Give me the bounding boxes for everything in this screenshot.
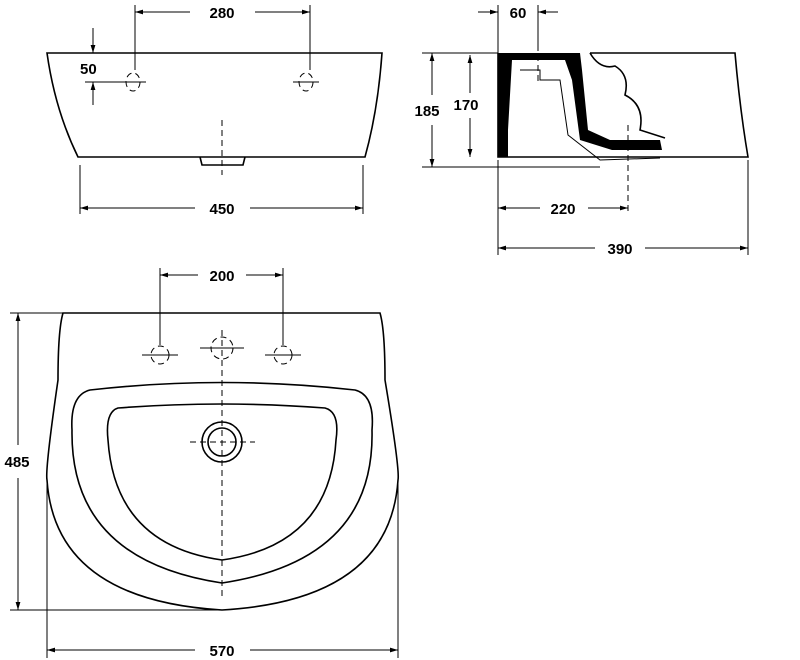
dim-side-drain-offset: 220	[550, 201, 575, 218]
dim-front-hole-spacing: 280	[209, 5, 234, 22]
dim-side-depth: 390	[607, 241, 632, 258]
dim-side-inner-height: 170	[453, 97, 478, 114]
tap-hole-right	[293, 72, 319, 92]
side-view: 60 185 170 220 390	[414, 5, 749, 258]
plan-tap-hole-right	[265, 345, 301, 365]
dim-plan-depth: 485	[4, 454, 29, 471]
plan-tap-hole-left	[142, 345, 178, 365]
plan-view: 200 485 570	[4, 268, 400, 660]
plan-bowl-outline	[106, 403, 338, 561]
plan-rim-outline	[71, 381, 374, 584]
drain-hole	[190, 330, 255, 600]
dim-front-width: 450	[209, 201, 234, 218]
front-view: 280 50 450	[46, 5, 383, 218]
dim-side-total-height: 185	[414, 103, 439, 120]
side-basin-outline	[497, 52, 749, 158]
dim-side-tap-offset: 60	[510, 5, 527, 22]
tap-hole-left	[120, 72, 146, 92]
dim-front-hole-offset: 50	[80, 61, 97, 78]
side-section-fill	[498, 53, 540, 157]
front-basin-outline	[46, 52, 383, 158]
plan-basin-outline	[45, 312, 400, 611]
plan-tap-hole-center	[200, 336, 244, 360]
dim-plan-hole-spacing: 200	[209, 268, 234, 285]
dim-plan-width: 570	[209, 643, 234, 660]
